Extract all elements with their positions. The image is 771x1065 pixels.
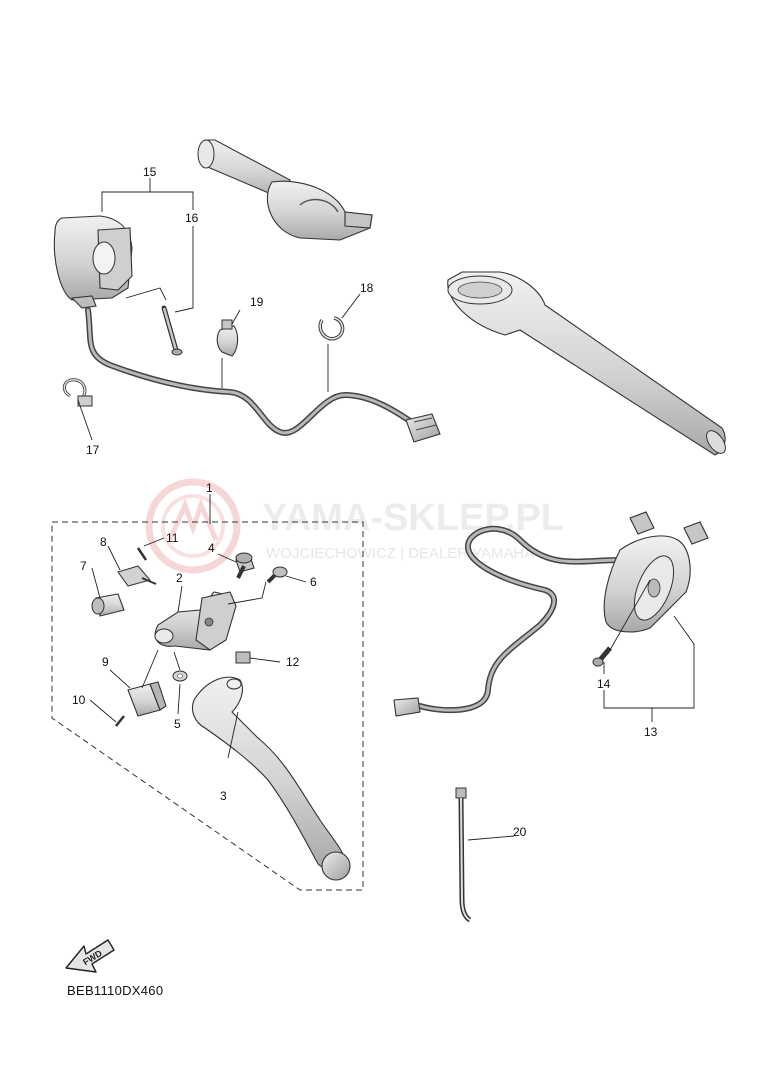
callout-5: 5 <box>174 717 181 731</box>
cable-tie-20 <box>455 787 472 923</box>
screw-16 <box>161 305 183 356</box>
callout-3: 3 <box>220 789 227 803</box>
callout-17: 17 <box>86 443 100 457</box>
callout-6: 6 <box>310 575 317 589</box>
callout-19: 19 <box>250 295 264 309</box>
callout-9: 9 <box>102 655 109 669</box>
handlebar-right <box>447 271 726 456</box>
callout-7: 7 <box>80 559 87 573</box>
callout-4: 4 <box>208 541 215 555</box>
callout-18: 18 <box>360 281 374 295</box>
band-19 <box>216 319 239 357</box>
screw-11 <box>136 547 148 561</box>
callout-2: 2 <box>176 571 183 585</box>
clutch-lever-3 <box>191 676 351 881</box>
watermark: YAMA-SKLEP.PL WOJCIECHOWICZ | DEALER YAM… <box>145 478 564 574</box>
callout-12: 12 <box>286 655 300 669</box>
washer-5 <box>172 670 188 682</box>
bolt-4 <box>235 552 255 579</box>
screw-6 <box>266 566 288 584</box>
fwd-arrow-icon: FWD <box>65 939 115 973</box>
switch-7 <box>91 593 125 617</box>
left-switch-assembly <box>53 215 441 443</box>
callout-10: 10 <box>72 693 86 707</box>
callout-20: 20 <box>513 825 527 839</box>
callout-16: 16 <box>185 211 199 225</box>
handlebar-upper <box>197 139 373 241</box>
assembly-boundary <box>51 521 364 891</box>
watermark-subtitle: WOJCIECHOWICZ | DEALER YAMAHA <box>266 545 534 562</box>
clip-18 <box>318 316 345 341</box>
nut-12 <box>235 651 251 664</box>
callout-1: 1 <box>206 481 213 495</box>
callout-8: 8 <box>100 535 107 549</box>
watermark-title: YAMA-SKLEP.PL <box>262 497 564 539</box>
screw-10 <box>115 715 125 727</box>
clamp-17 <box>62 378 93 407</box>
callout-13: 13 <box>644 725 658 739</box>
screw-14 <box>592 646 612 667</box>
diagram-code: BEB1110DX460 <box>67 983 163 998</box>
callout-14: 14 <box>597 677 611 691</box>
callouts: 15 16 17 18 19 1 2 3 4 5 6 7 8 9 10 11 1… <box>72 165 658 839</box>
leader-lines <box>77 178 695 841</box>
callout-11: 11 <box>166 531 179 545</box>
right-switch-assembly <box>393 511 709 717</box>
wire-8 <box>117 565 157 587</box>
lever-holder-2 <box>154 591 237 651</box>
callout-15: 15 <box>143 165 157 179</box>
switch-9 <box>127 681 167 717</box>
watermark-logo <box>145 478 241 574</box>
